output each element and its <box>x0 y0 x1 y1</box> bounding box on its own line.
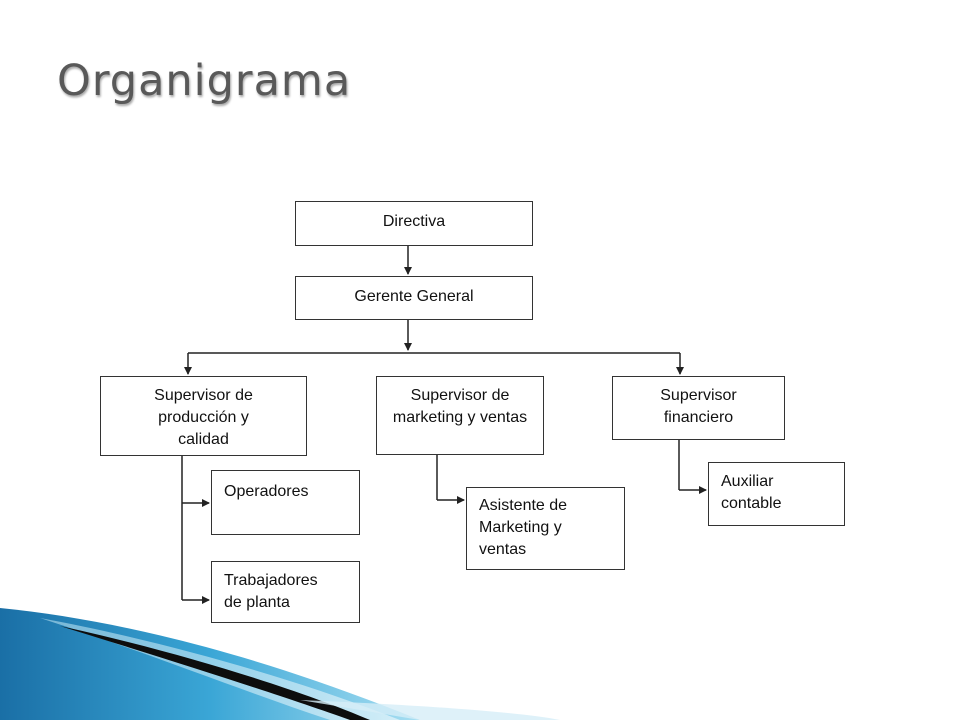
node-supervisor-marketing: Supervisor de marketing y ventas <box>376 376 544 455</box>
node-supervisor-produccion-label: Supervisor de producción y calidad <box>154 387 253 448</box>
node-supervisor-produccion: Supervisor de producción y calidad <box>100 376 307 456</box>
node-trabajadores-planta: Trabajadores de planta <box>211 561 360 623</box>
node-asistente-marketing: Asistente de Marketing y ventas <box>466 487 625 570</box>
node-gerente-general-label: Gerente General <box>354 288 474 305</box>
node-auxiliar-contable: Auxiliar contable <box>708 462 845 526</box>
node-directiva-label: Directiva <box>382 213 446 230</box>
node-supervisor-marketing-label: Supervisor de marketing y ventas <box>392 387 528 426</box>
node-asistente-marketing-label: Asistente de Marketing y ventas <box>479 497 568 558</box>
node-directiva: Directiva <box>295 201 533 246</box>
node-trabajadores-planta-label: Trabajadores de planta <box>224 572 318 611</box>
node-supervisor-financiero: Supervisor financiero <box>612 376 785 440</box>
node-supervisor-financiero-label: Supervisor financiero <box>660 387 737 426</box>
node-operadores-label: Operadores <box>224 483 309 500</box>
node-auxiliar-contable-label: Auxiliar contable <box>721 473 782 512</box>
slide-title: Organigrama <box>57 56 352 106</box>
node-operadores: Operadores <box>211 470 360 535</box>
node-gerente-general: Gerente General <box>295 276 533 320</box>
